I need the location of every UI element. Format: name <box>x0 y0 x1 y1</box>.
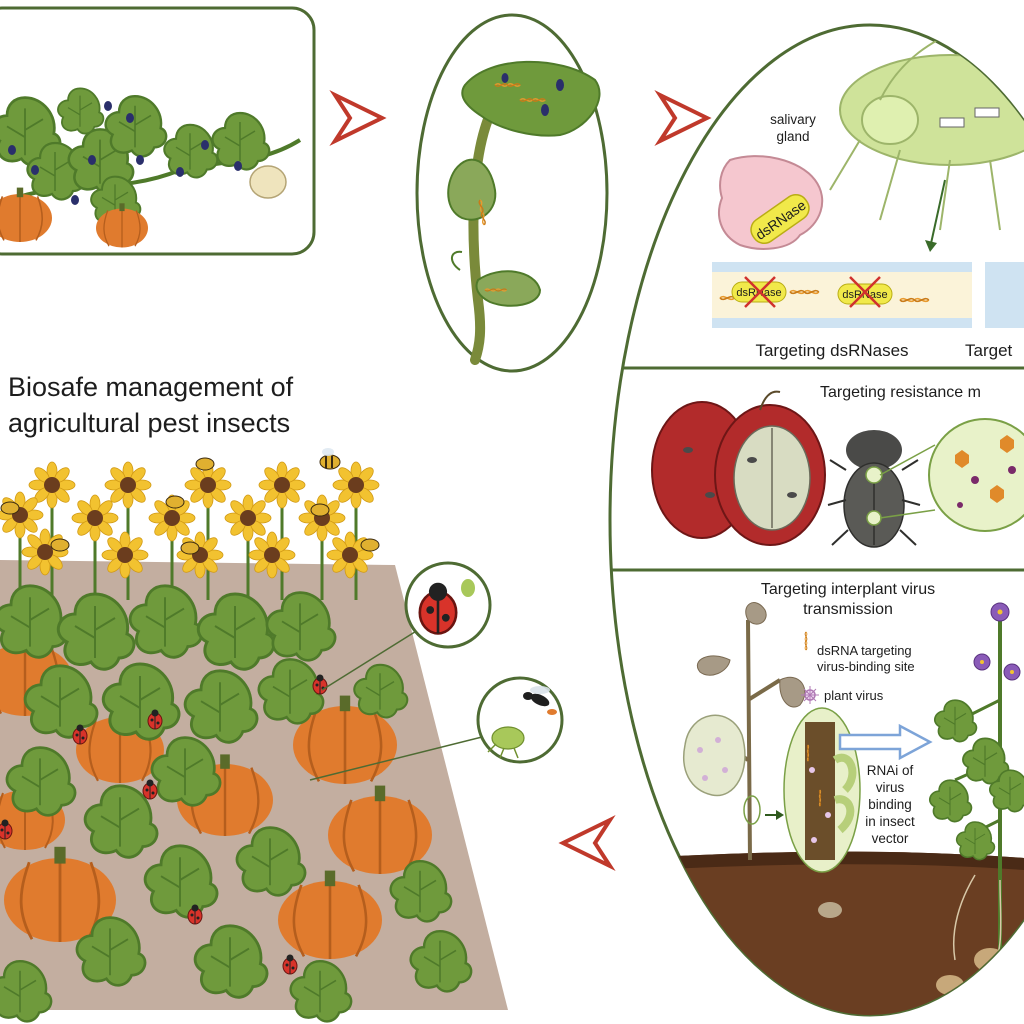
caption-cut: Target <box>965 341 1013 360</box>
panel-infested-vine <box>0 6 316 256</box>
rnai-line3: binding <box>868 797 912 812</box>
figure-title-line1: Biosafe management of <box>8 372 294 402</box>
caption-resistance: Targeting resistance m <box>820 384 981 401</box>
section-resistance: Targeting resistance m <box>651 384 1024 548</box>
right-chevron-icon <box>329 90 387 146</box>
rnai-arrow-icon <box>838 723 933 761</box>
section-dsrnase: dsRNase salivary gland dsRNase dsRNase T… <box>712 25 1024 360</box>
section-virus: Targeting interplant virus transmission <box>610 581 1024 1015</box>
aphid-icon <box>487 726 525 759</box>
rnai-line2: virus <box>876 780 905 795</box>
rnai-line5: vector <box>872 831 909 846</box>
salivary-gland <box>718 155 824 250</box>
caption-dsrnases: Targeting dsRNases <box>755 341 908 360</box>
virus-icon <box>801 686 819 704</box>
aphid-cluster <box>8 101 242 205</box>
panel-dsrna-leaf <box>415 13 609 373</box>
legend-dsrna-line2: virus-binding site <box>817 659 915 674</box>
virus-title-line2: transmission <box>803 601 893 618</box>
legend-virus: plant virus <box>824 688 884 703</box>
bee-icon <box>319 448 341 470</box>
virus-title-line1: Targeting interplant virus <box>761 581 935 598</box>
panel-field <box>0 448 564 1023</box>
down-arrow-icon <box>925 240 937 252</box>
panel-strategies: dsRNase salivary gland dsRNase dsRNase T… <box>608 23 1024 1017</box>
left-chevron-icon <box>558 815 616 871</box>
figure-title-line2: agricultural pest insects <box>8 408 290 438</box>
cross-icon <box>744 276 881 308</box>
right-chevron-icon <box>654 90 712 146</box>
legend-dsrna-line1: dsRNA targeting <box>817 643 912 658</box>
rnai-line4: in insect <box>865 814 915 829</box>
salivary-label: salivary <box>770 112 816 127</box>
gut-enzyme-label: dsRNase <box>842 289 887 301</box>
gland-label: gland <box>776 129 809 144</box>
wasp-icon <box>523 686 557 715</box>
beetle-icon <box>827 430 921 548</box>
rnai-line1: RNAi of <box>867 763 914 778</box>
